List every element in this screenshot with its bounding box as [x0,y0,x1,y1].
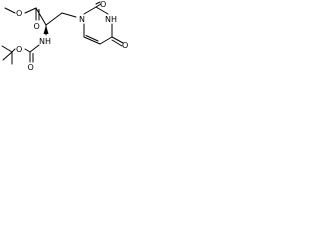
bond-lines [1,1,124,65]
stereo-wedge [43,25,49,34]
bond-carbonyl-calpha [35,7,47,26]
atom-ester-o-double: O [34,22,40,31]
bond-c4-o4-double [111,39,123,47]
bond-n1-c2 [83,6,97,15]
bond-o-carbonyl [24,7,37,14]
atom-ring-o2: O [100,0,106,9]
bond-c2-o2 [95,3,102,8]
bond-o-tbutyl [11,48,16,53]
chemical-structure: O O NH O O N O NH O [1,0,128,72]
bond-carbamate-c-o-single [24,48,31,53]
atom-amide-nh: NH [39,37,51,46]
bond-c2-n3 [95,6,109,15]
bond-calpha-ch2 [45,12,63,26]
atom-ring-nh3: NH [105,15,117,24]
atom-ring-n1: N [79,15,85,24]
bond-ch2-n1 [61,12,77,18]
atom-carbamate-o-single: O [16,45,22,54]
bond-c2-o2-double [95,1,101,5]
bond-c4-o4 [111,36,124,44]
bond-nh-carbamate-c [29,44,40,53]
atom-carbamate-o-double: O [28,63,34,72]
atom-ring-o4: O [122,41,128,50]
bond-c5-c6-double [85,35,99,42]
bond-c4-c5 [99,36,113,45]
atom-labels: O O NH O O N O NH O [16,0,128,72]
bond-tbu-me2 [2,51,13,61]
atom-ester-o-single: O [16,9,22,18]
bond-c5-c6 [83,36,101,45]
bond-tbu-me1 [1,45,13,53]
bond-methyl-o [4,7,16,14]
